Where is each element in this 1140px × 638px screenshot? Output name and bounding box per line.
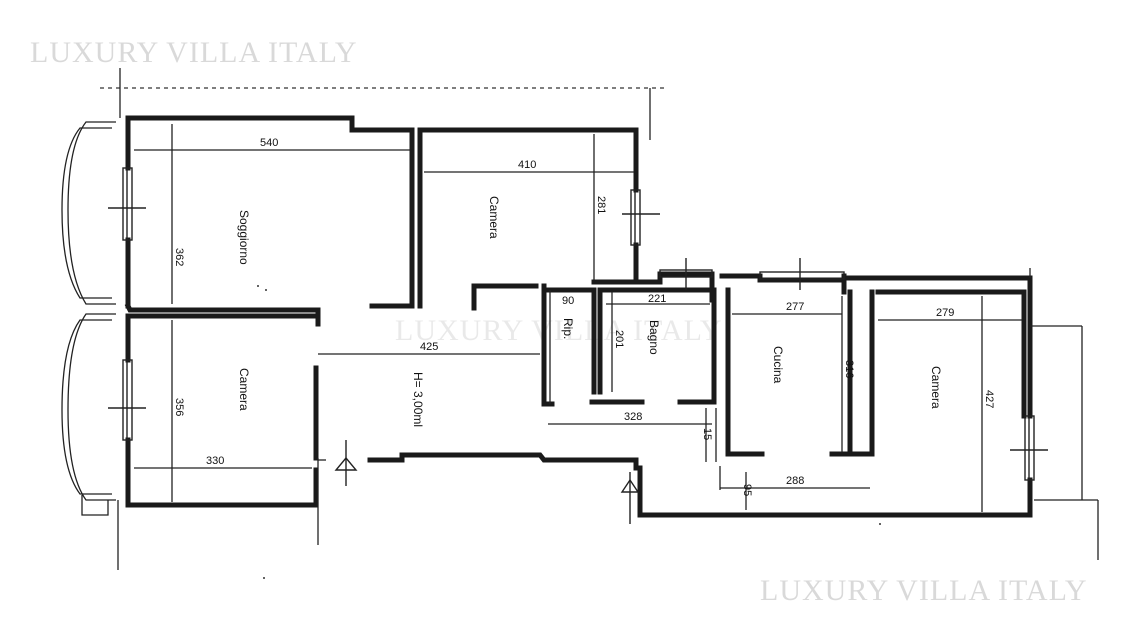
entrance-markers [334, 440, 640, 524]
dim-cucina-width: 277 [786, 301, 804, 313]
room-label-camera-top: Camera [487, 196, 501, 239]
left-balconies [61, 121, 119, 570]
dim-camera-top-width: 410 [518, 159, 536, 171]
dim-camera-right-depth: 427 [983, 390, 995, 408]
watermark-center: LUXURY VILLA ITALY [395, 314, 723, 347]
room-label-rip: Rip. [561, 318, 575, 339]
dim-camera-left-width: 330 [206, 455, 224, 467]
room-label-camera-right: Camera [929, 366, 943, 409]
dimension-lines [134, 124, 1099, 560]
watermark-top-left: LUXURY VILLA ITALY [30, 36, 358, 69]
room-label-bagno: Bagno [647, 320, 661, 355]
room-label-soggiorno: Soggiorno [237, 210, 251, 265]
dim-lower-span: 328 [624, 411, 642, 423]
dim-bagno-width: 221 [648, 293, 666, 305]
dimension-labels: 540 362 410 281 425 356 330 90 221 201 3… [173, 137, 995, 496]
watermark-bottom-right: LUXURY VILLA ITALY [760, 574, 1088, 607]
dim-corridor-length: 425 [420, 341, 438, 353]
dim-cucina-depth: 316 [843, 360, 855, 378]
windows [108, 167, 1048, 481]
dim-small-15: 15 [701, 428, 713, 440]
dim-camera-top-depth: 281 [595, 196, 607, 214]
dim-rip-width: 90 [562, 295, 574, 307]
scan-artifacts [257, 285, 881, 579]
height-note: H= 3,00ml [411, 372, 425, 427]
dim-camera-left-depth: 356 [173, 398, 185, 416]
dim-soggiorno-depth: 362 [173, 248, 185, 266]
dim-cucina-lower: 288 [786, 475, 804, 487]
room-labels: Soggiorno Camera Camera Rip. Bagno Cucin… [237, 196, 943, 427]
room-label-camera-left: Camera [237, 368, 251, 411]
dim-small-95: 95 [741, 484, 753, 496]
dim-camera-right-width: 279 [936, 307, 954, 319]
dim-soggiorno-width: 540 [260, 137, 278, 149]
dim-bagno-depth: 201 [613, 330, 625, 348]
room-label-cucina: Cucina [771, 346, 785, 384]
